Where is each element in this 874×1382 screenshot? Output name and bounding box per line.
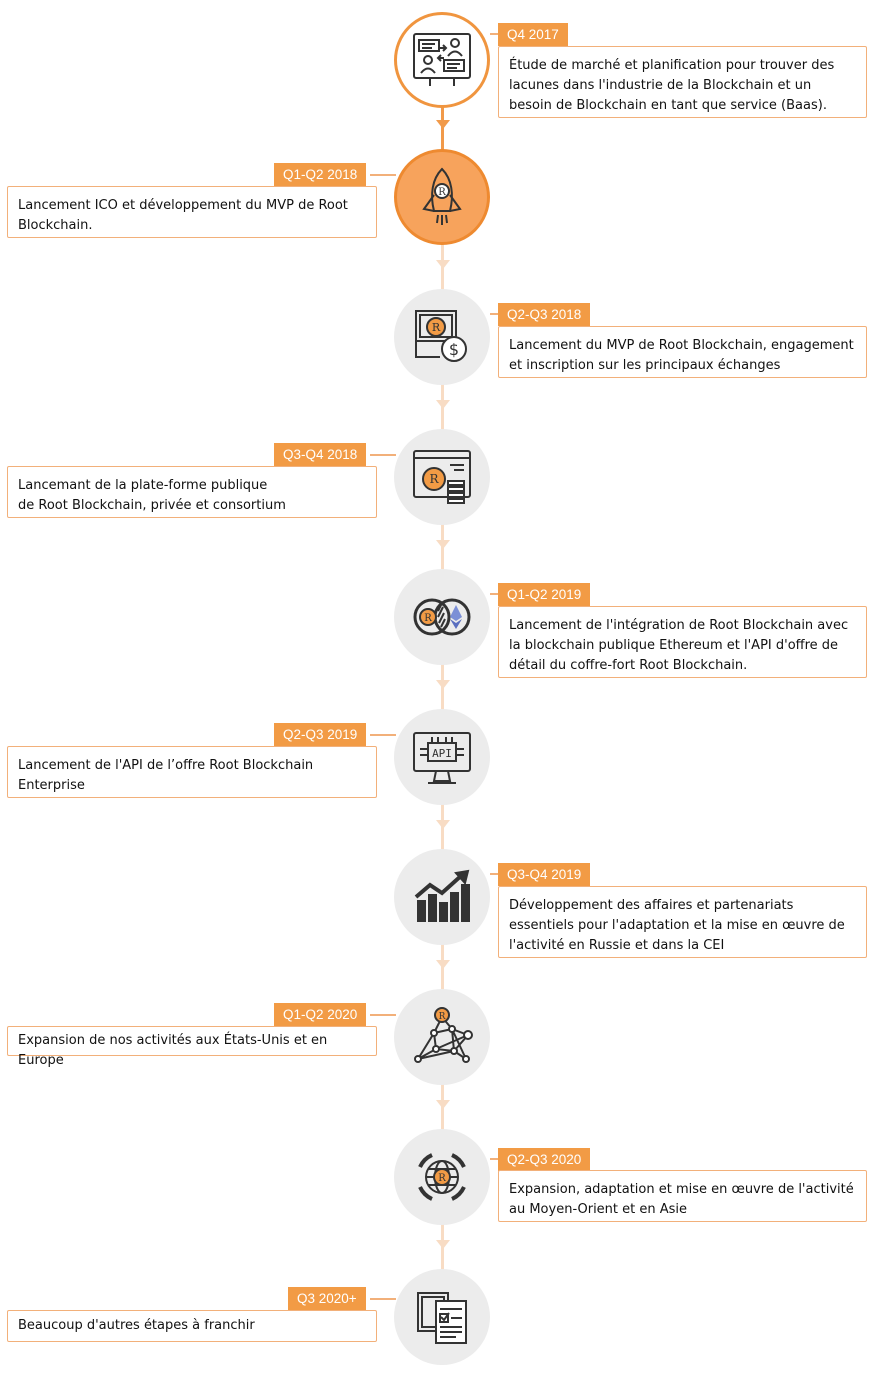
connector [490, 593, 498, 595]
documents-icon [417, 1292, 467, 1344]
milestone-node: R $ [394, 289, 490, 385]
connector [370, 734, 396, 736]
milestone-description: Lancement ICO et développement du MVP de… [7, 186, 377, 238]
svg-text:R: R [438, 187, 446, 198]
connector [490, 873, 498, 875]
meeting-presentation-icon [413, 33, 471, 86]
rocket-icon: R [422, 167, 462, 225]
milestone-node [394, 12, 490, 108]
timeline-arrow [436, 120, 450, 129]
milestone-period: Q3-Q4 2019 [498, 863, 591, 886]
platform-icon: R [413, 450, 471, 504]
timeline-arrow [436, 540, 450, 549]
milestone-node [394, 1269, 490, 1365]
timeline-arrow [436, 400, 450, 409]
globe-icon: R [418, 1153, 466, 1201]
timeline-arrow [436, 260, 450, 269]
connector [490, 33, 498, 35]
milestone-period: Q1-Q2 2020 [274, 1003, 367, 1026]
svg-text:API: API [432, 747, 452, 760]
svg-text:R: R [438, 1173, 446, 1184]
milestone-node: R [394, 989, 490, 1085]
timeline-arrow [436, 960, 450, 969]
connector [370, 1014, 396, 1016]
milestone-description: Lancement de l'API de l’offre Root Block… [7, 746, 377, 798]
growth-chart-icon [414, 869, 470, 922]
milestone-period: Q4 2017 [498, 23, 568, 46]
milestone-period: Q3-Q4 2018 [274, 443, 367, 466]
milestone-node: R [394, 569, 490, 665]
milestone-description: Développement des affaires et partenaria… [498, 886, 867, 958]
milestone-description: Étude de marché et planification pour tr… [498, 46, 867, 118]
milestone-description: Lancement de l'intégration de Root Block… [498, 606, 867, 678]
milestone-description: Lancemant de la plate-forme publique de … [7, 466, 377, 518]
svg-text:R: R [429, 472, 439, 486]
svg-text:R: R [432, 321, 441, 334]
api-monitor-icon: API [413, 732, 471, 784]
milestone-node: API [394, 709, 490, 805]
svg-text:$: $ [449, 340, 459, 359]
connector [490, 1158, 498, 1160]
milestone-period: Q2-Q3 2020 [498, 1148, 591, 1171]
milestone-period: Q2-Q3 2018 [498, 303, 591, 326]
milestone-description: Lancement du MVP de Root Blockchain, eng… [498, 326, 867, 378]
network-icon: R [414, 1007, 473, 1063]
timeline-arrow [436, 820, 450, 829]
milestone-period: Q2-Q3 2019 [274, 723, 367, 746]
timeline-arrow [436, 1240, 450, 1249]
connector [370, 174, 396, 176]
ethereum-integration-icon: R [413, 598, 471, 636]
milestone-node: R [394, 429, 490, 525]
timeline-arrow [436, 1100, 450, 1109]
milestone-period: Q1-Q2 2018 [274, 163, 367, 186]
timeline-arrow [436, 680, 450, 689]
milestone-period: Q1-Q2 2019 [498, 583, 591, 606]
connector [490, 313, 498, 315]
coin-exchange-icon: R $ [415, 310, 467, 362]
milestone-description: Expansion, adaptation et mise en œuvre d… [498, 1170, 867, 1222]
milestone-node: R [394, 1129, 490, 1225]
connector [370, 454, 396, 456]
svg-text:R: R [424, 613, 432, 624]
connector [370, 1298, 396, 1300]
milestone-description: Beaucoup d'autres étapes à franchir [7, 1310, 377, 1342]
milestone-description: Expansion de nos activités aux États-Uni… [7, 1026, 377, 1068]
svg-text:R: R [439, 1012, 446, 1022]
milestone-period: Q3 2020+ [288, 1287, 366, 1310]
milestone-node: R [394, 149, 490, 245]
milestone-node [394, 849, 490, 945]
